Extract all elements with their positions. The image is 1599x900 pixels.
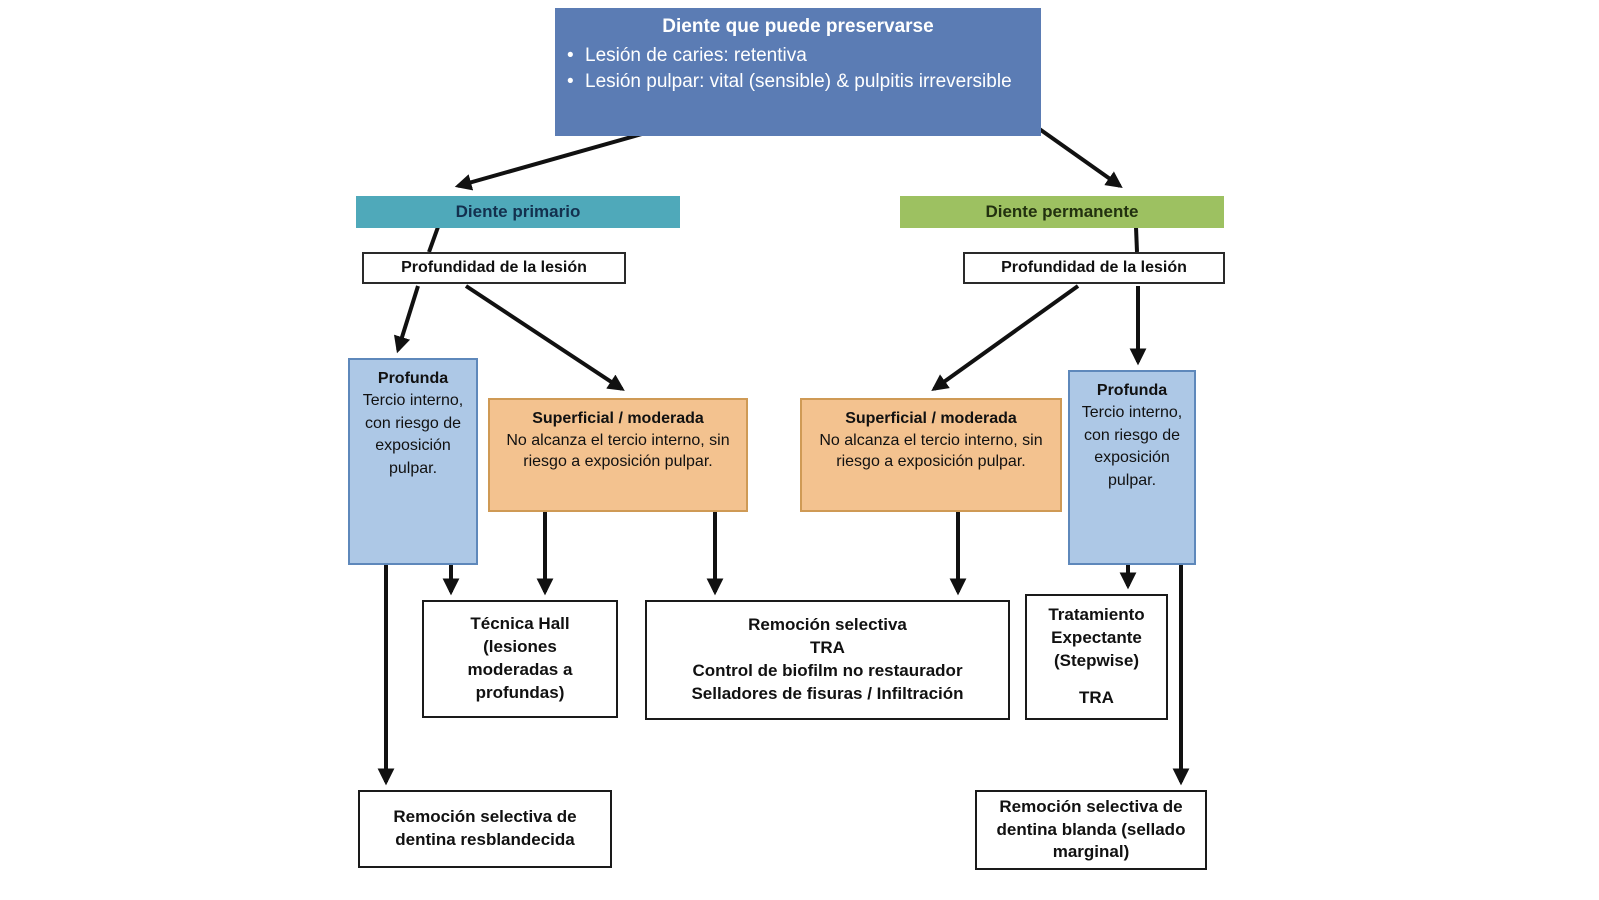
superficial-lesion-primary: Superficial / moderada No alcanza el ter… (488, 398, 748, 512)
depth-label-primary: Profundidad de la lesión (362, 252, 626, 284)
deep-lesion-permanent-title: Profunda (1096, 382, 1168, 399)
outcome-expectante-title: Tratamiento Expectante (Stepwise) (1048, 605, 1145, 670)
superficial-lesion-primary-body: No alcanza el tercio interno, sin riesgo… (506, 431, 730, 471)
deep-lesion-permanent: Profunda Tercio interno, con riesgo de e… (1068, 370, 1196, 565)
outcome-expectante-tra: TRA (1079, 687, 1114, 707)
arrow-root-to-permanent (1036, 126, 1123, 188)
superficial-lesion-permanent-title: Superficial / moderada (845, 410, 1017, 427)
arrow-depthright-to-superficial (931, 284, 1080, 391)
outcome-tecnica-hall-subtitle: (lesiones moderadas a profundas) (467, 637, 573, 702)
outcome-remocion-resblandecida: Remoción selectiva de dentina resblandec… (358, 790, 612, 868)
root-node: Diente que puede preservarse Lesión de c… (555, 8, 1041, 136)
root-bullet-caries: Lesión de caries: retentiva (567, 44, 1029, 68)
outcome-remocion-blanda: Remoción selectiva de dentina blanda (se… (975, 790, 1207, 870)
arrow-depthleft-to-deep (393, 285, 420, 354)
outcome-central-line-1: Remoción selectiva (748, 615, 907, 635)
outcome-central-line-3: Control de biofilm no restaurador (692, 661, 963, 680)
superficial-lesion-permanent: Superficial / moderada No alcanza el ter… (800, 398, 1062, 512)
deep-lesion-primary-title: Profunda (377, 370, 449, 387)
arrow-depthleft-to-superficial (464, 284, 625, 391)
branch-permanent: Diente permanente (900, 196, 1224, 228)
deep-lesion-primary-body: Tercio interno, con riesgo de exposición… (362, 392, 464, 477)
deep-lesion-permanent-body: Tercio interno, con riesgo de exposición… (1081, 404, 1183, 489)
deep-lesion-primary: Profunda Tercio interno, con riesgo de e… (348, 358, 478, 565)
outcome-central-line-4: Selladores de fisuras / Infiltración (691, 683, 964, 703)
superficial-lesion-primary-title: Superficial / moderada (532, 410, 704, 427)
depth-label-permanent: Profundidad de la lesión (963, 252, 1225, 284)
outcome-remocion-selectiva: Remoción selectiva TRA Control de biofil… (645, 600, 1010, 720)
connector-permanent-to-depth (1134, 226, 1139, 253)
outcome-tratamiento-expectante: Tratamiento Expectante (Stepwise) TRA (1025, 594, 1168, 720)
outcome-central-line-2: TRA (810, 638, 845, 658)
root-title: Diente que puede preservarse (662, 16, 934, 37)
outcome-tecnica-hall: Técnica Hall (lesiones moderadas a profu… (422, 600, 618, 718)
arrow-root-to-primary (454, 132, 643, 191)
superficial-lesion-permanent-body: No alcanza el tercio interno, sin riesgo… (819, 431, 1043, 471)
connector-primary-to-depth (427, 226, 440, 253)
root-bullet-pulpar: Lesión pulpar: vital (sensible) & pulpit… (567, 70, 1029, 94)
outcome-tecnica-hall-title: Técnica Hall (470, 614, 570, 634)
branch-primary: Diente primario (356, 196, 680, 228)
